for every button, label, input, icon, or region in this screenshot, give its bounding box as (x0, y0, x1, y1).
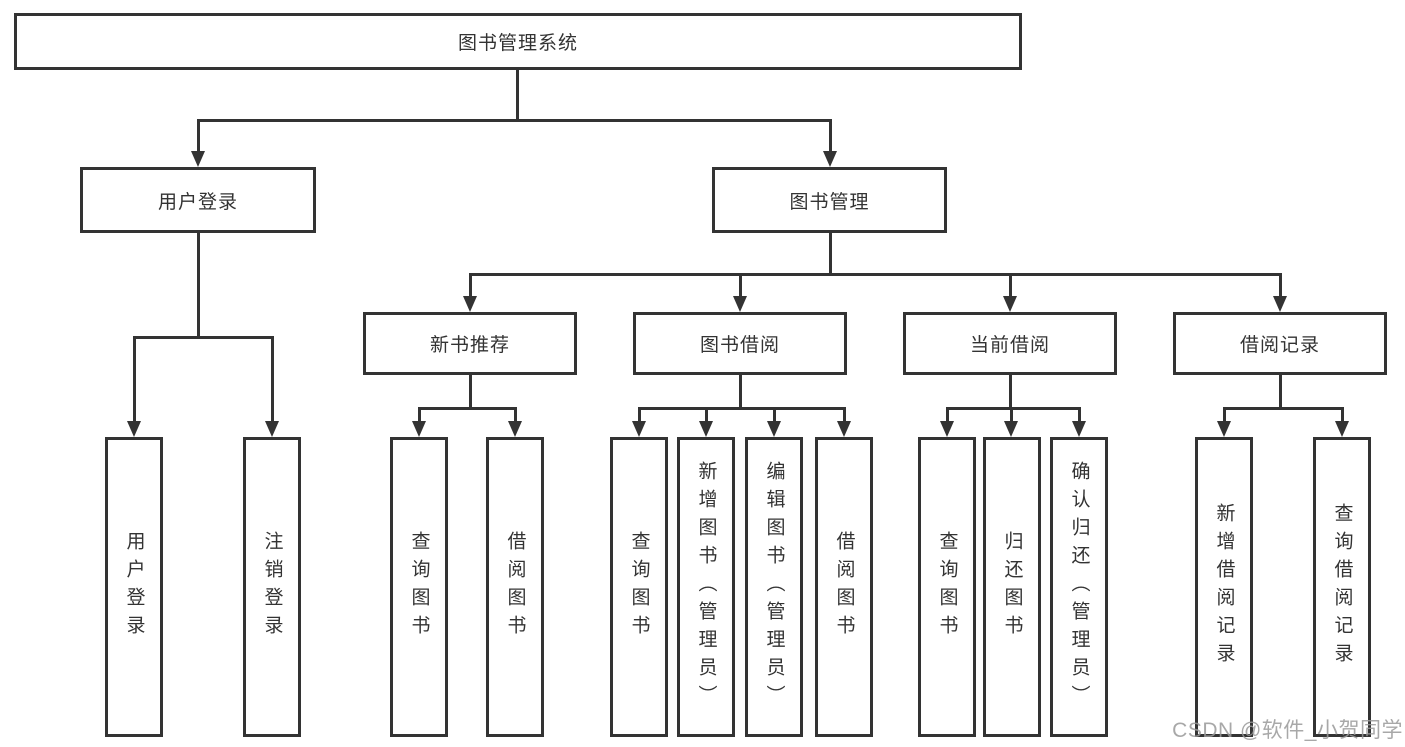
node-label: 查询图书 (628, 531, 650, 643)
arrowhead-icon (1335, 421, 1349, 437)
connector-line (469, 273, 472, 298)
arrowhead-icon (940, 421, 954, 437)
arrowhead-icon (265, 421, 279, 437)
node-label: 归还图书 (1001, 531, 1023, 643)
arrowhead-icon (463, 296, 477, 312)
connector-line (469, 375, 472, 410)
node-label: 用户登录 (157, 191, 238, 213)
node-label: 查询图书 (408, 531, 430, 643)
node-book-management: 图书管理 (712, 167, 947, 233)
leaf-logout: 注销登录 (243, 437, 301, 737)
node-label: 当前借阅 (969, 335, 1050, 356)
leaf-user-login: 用户登录 (105, 437, 163, 737)
node-book-borrowing: 图书借阅 (633, 312, 847, 375)
leaf-edit-books-admin: 编辑图书（管理员） (745, 437, 803, 737)
connector-line (133, 336, 136, 422)
connector-line (739, 273, 742, 298)
connector-line (1223, 407, 1344, 410)
node-label: 图书借阅 (699, 335, 780, 356)
connector-line (638, 407, 846, 410)
csdn-watermark: CSDN @软件_小贺同学 (1172, 719, 1403, 742)
node-label: 图书管理系统 (457, 33, 578, 54)
connector-line (197, 119, 832, 122)
connector-line (1341, 407, 1344, 423)
arrowhead-icon (412, 421, 426, 437)
connector-line (773, 407, 776, 423)
node-user-login: 用户登录 (80, 167, 316, 233)
node-new-book-recommend: 新书推荐 (363, 312, 577, 375)
node-label: 新书推荐 (429, 335, 510, 356)
arrowhead-icon (632, 421, 646, 437)
connector-line (1009, 375, 1012, 410)
connector-line (1279, 273, 1282, 298)
node-label: 注销登录 (261, 531, 283, 643)
connector-line (197, 233, 200, 339)
connector-line (469, 273, 1282, 276)
node-label: 借阅图书 (504, 531, 526, 643)
connector-line (1010, 407, 1013, 423)
connector-line (418, 407, 517, 410)
connector-line (946, 407, 1081, 410)
arrowhead-icon (823, 151, 837, 167)
leaf-query-books-recommend: 查询图书 (390, 437, 448, 737)
connector-line (271, 336, 274, 422)
connector-line (829, 119, 832, 152)
arrowhead-icon (1072, 421, 1086, 437)
connector-line (418, 407, 421, 423)
node-label: 查询图书 (936, 531, 958, 643)
node-current-borrowing: 当前借阅 (903, 312, 1117, 375)
node-label: 新增图书（管理员） (695, 461, 717, 713)
leaf-borrow-books: 借阅图书 (815, 437, 873, 737)
arrowhead-icon (1273, 296, 1287, 312)
connector-line (197, 119, 200, 152)
connector-line (514, 407, 517, 423)
arrowhead-icon (1217, 421, 1231, 437)
connector-line (1078, 407, 1081, 423)
arrowhead-icon (1004, 421, 1018, 437)
node-borrowing-records: 借阅记录 (1173, 312, 1387, 375)
leaf-return-books: 归还图书 (983, 437, 1041, 737)
arrowhead-icon (508, 421, 522, 437)
leaf-query-borrow-record: 查询借阅记录 (1313, 437, 1371, 737)
leaf-query-books-current: 查询图书 (918, 437, 976, 737)
connector-line (829, 233, 832, 276)
node-label: 查询借阅记录 (1331, 503, 1353, 671)
connector-line (1009, 273, 1012, 298)
leaf-query-books-borrow: 查询图书 (610, 437, 668, 737)
connector-line (843, 407, 846, 423)
node-label: 编辑图书（管理员） (763, 461, 785, 713)
node-root-library-system: 图书管理系统 (14, 13, 1022, 70)
arrowhead-icon (127, 421, 141, 437)
leaf-confirm-return-admin: 确认归还（管理员） (1050, 437, 1108, 737)
arrowhead-icon (1003, 296, 1017, 312)
arrowhead-icon (767, 421, 781, 437)
connector-line (1279, 375, 1282, 410)
connector-line (946, 407, 949, 423)
arrowhead-icon (191, 151, 205, 167)
node-label: 确认归还（管理员） (1068, 461, 1090, 713)
connector-line (739, 375, 742, 410)
connector-line (705, 407, 708, 423)
connector-line (1223, 407, 1226, 423)
leaf-borrow-books-recommend: 借阅图书 (486, 437, 544, 737)
arrowhead-icon (837, 421, 851, 437)
arrowhead-icon (733, 296, 747, 312)
connector-line (133, 336, 274, 339)
leaf-add-borrow-record: 新增借阅记录 (1195, 437, 1253, 737)
leaf-add-books-admin: 新增图书（管理员） (677, 437, 735, 737)
arrowhead-icon (699, 421, 713, 437)
node-label: 用户登录 (123, 531, 145, 643)
node-label: 新增借阅记录 (1213, 503, 1235, 671)
connector-line (516, 70, 519, 122)
node-label: 图书管理 (789, 191, 870, 213)
node-label: 借阅记录 (1239, 335, 1320, 356)
connector-line (638, 407, 641, 423)
node-label: 借阅图书 (833, 531, 855, 643)
